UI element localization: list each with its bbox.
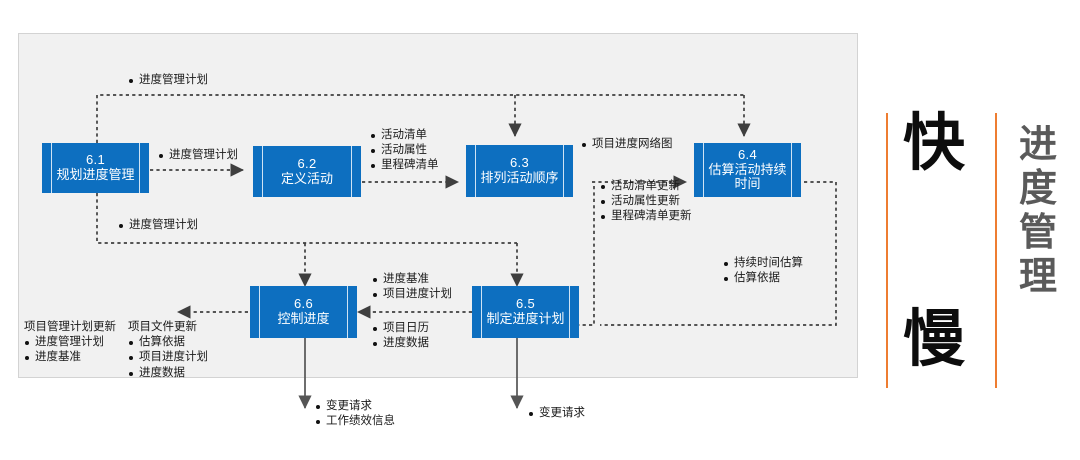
label-pm-plan-updates: 项目管理计划更新 进度管理计划 进度基准: [24, 320, 116, 366]
process-box-6-6[interactable]: 6.6 控制进度: [250, 286, 357, 338]
label-plan-to-define: 进度管理计划: [158, 148, 238, 163]
label-item: 项目进度计划: [128, 350, 208, 365]
label-item: 变更请求: [528, 406, 585, 421]
label-schedule-outputs: 变更请求: [528, 406, 585, 421]
label-sequence-output: 项目进度网络图: [581, 137, 673, 152]
label-mid-feedback: 进度管理计划: [118, 218, 198, 233]
label-sequence-updates: 活动清单更新 活动属性更新 里程碑清单更新: [600, 179, 692, 225]
label-item: 活动清单更新: [600, 179, 692, 194]
label-item: 里程碑清单: [370, 158, 439, 173]
label-item: 进度管理计划: [24, 335, 116, 350]
label-item: 项目进度网络图: [581, 137, 673, 152]
label-heading: 项目文件更新: [128, 321, 197, 333]
label-item: 项目进度计划: [372, 287, 452, 302]
process-name: 规划进度管理: [56, 167, 135, 182]
label-item: 进度数据: [128, 366, 208, 381]
process-box-6-2[interactable]: 6.2 定义活动: [253, 146, 361, 197]
label-item: 进度基准: [24, 350, 116, 365]
label-item: 进度基准: [372, 272, 452, 287]
label-schedule-to-control-top: 进度基准 项目进度计划: [372, 272, 452, 302]
process-box-6-4[interactable]: 6.4 估算活动持续时间: [694, 143, 801, 197]
process-box-6-1[interactable]: 6.1 规划进度管理: [42, 143, 149, 193]
label-estimate-outputs: 持续时间估算 估算依据: [723, 256, 803, 286]
headline-word-slow: 慢: [903, 302, 966, 375]
label-item: 估算依据: [723, 271, 803, 286]
label-item: 工作绩效信息: [315, 414, 395, 429]
process-number: 6.6: [294, 296, 313, 312]
label-project-docs-updates: 项目文件更新 估算依据 项目进度计划 进度数据: [128, 320, 208, 381]
process-name: 定义活动: [280, 170, 333, 186]
process-number: 6.1: [86, 152, 105, 168]
label-define-outputs: 活动清单 活动属性 里程碑清单: [370, 128, 439, 174]
headline-word-fast: 快: [903, 106, 966, 179]
vertical-title-char: 度: [1018, 166, 1057, 211]
wire-top-trunk: [96, 94, 744, 143]
process-number: 6.4: [738, 147, 757, 163]
vertical-title: 进 度 管 理: [1016, 122, 1060, 298]
label-schedule-to-control-bottom: 项目日历 进度数据: [372, 321, 429, 351]
label-heading: 项目管理计划更新: [24, 321, 116, 333]
orange-rule-left: [886, 113, 888, 388]
label-item: 进度管理计划: [158, 148, 238, 163]
label-item: 活动属性: [370, 143, 439, 158]
label-item: 里程碑清单更新: [600, 209, 692, 224]
label-item: 进度管理计划: [118, 218, 198, 233]
vertical-title-char: 进: [1018, 122, 1057, 166]
label-item: 持续时间估算: [723, 256, 803, 271]
label-control-outputs: 变更请求 工作绩效信息: [315, 399, 395, 429]
label-item: 进度数据: [372, 336, 429, 351]
process-flow-panel: [18, 33, 858, 378]
process-name: 控制进度: [277, 311, 330, 326]
process-box-6-3[interactable]: 6.3 排列活动顺序: [466, 145, 573, 197]
label-item: 项目日历: [372, 321, 429, 336]
process-name: 排列活动顺序: [480, 170, 559, 185]
process-box-6-5[interactable]: 6.5 制定进度计划: [472, 286, 579, 338]
wire-64-to-65: [600, 181, 837, 326]
vertical-title-char: 理: [1018, 254, 1057, 299]
label-item: 估算依据: [128, 335, 208, 350]
label-top-feedback: 进度管理计划: [128, 73, 208, 88]
process-name: 估算活动持续时间: [708, 161, 787, 192]
process-name: 制定进度计划: [486, 311, 565, 326]
label-item: 活动属性更新: [600, 194, 692, 209]
process-number: 6.3: [510, 155, 529, 171]
orange-rule-right: [995, 113, 997, 388]
process-number: 6.5: [516, 296, 535, 312]
label-item: 活动清单: [370, 128, 439, 143]
vertical-title-char: 管: [1018, 210, 1057, 255]
label-item: 进度管理计划: [128, 73, 208, 88]
label-item: 变更请求: [315, 399, 395, 414]
process-number: 6.2: [297, 155, 317, 171]
